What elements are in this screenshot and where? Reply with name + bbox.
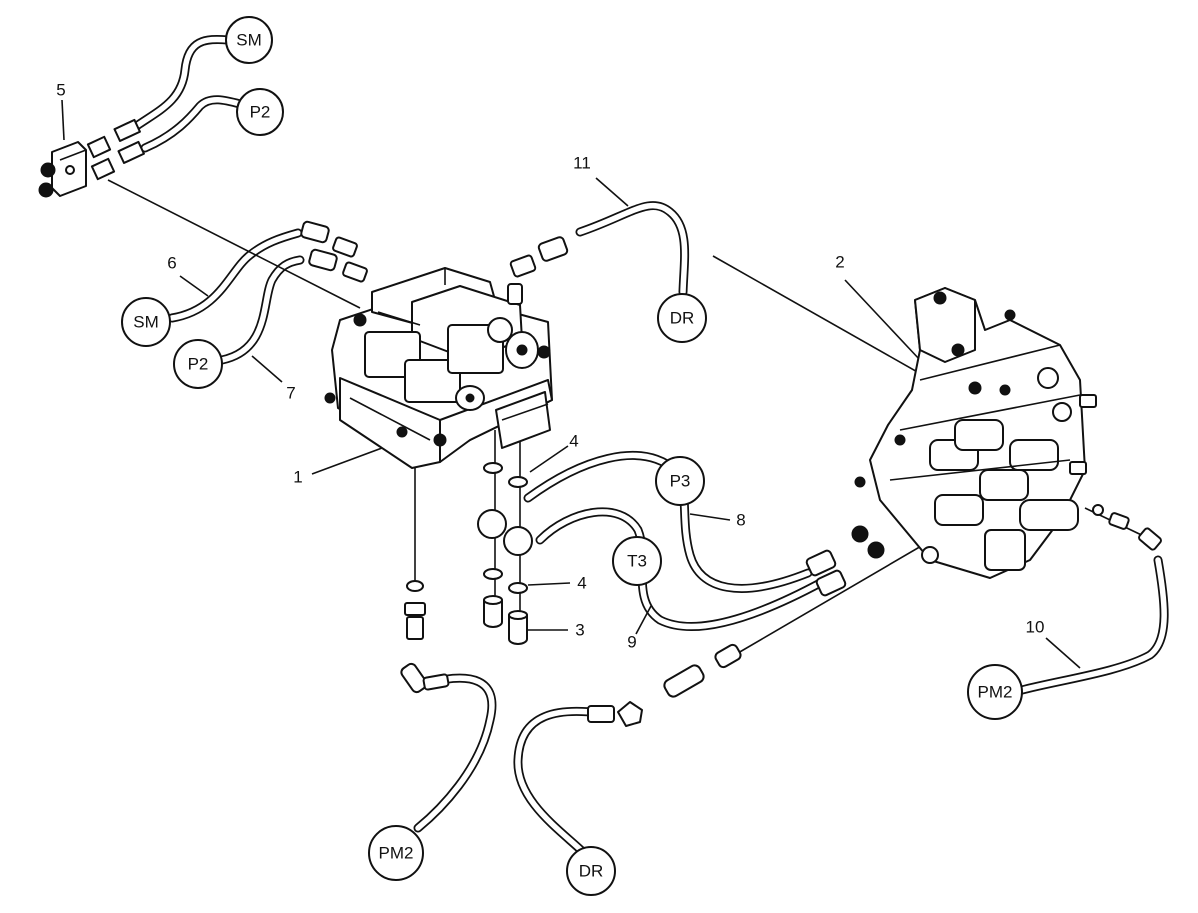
callout-1: 1 [293,468,302,487]
centerline-valve2 [712,255,929,379]
part-2-coils [929,419,1079,571]
seal-ring [483,462,503,474]
port-label: P2 [188,355,209,374]
leader-1 [311,444,391,475]
leader-2 [844,279,921,361]
part-5-manifold [38,118,145,198]
hose-sm-top [133,35,233,130]
leader-9 [635,605,652,635]
leader-11 [595,177,629,207]
port-bubbles: SM P2 SM P2 DR P3 T3 PM2 [121,16,1023,896]
port-bubble-sm-left: SM [121,297,171,347]
callout-9: 9 [627,633,636,652]
leader-4a [529,445,569,473]
leader-5 [61,99,65,141]
hose-dr-bottom [513,706,605,857]
seal-ring [508,476,528,488]
port-bubble-t3: T3 [612,536,662,586]
leader-8 [689,513,731,521]
port-label: P2 [250,103,271,122]
fitting-drain-bottom [587,643,742,727]
port-label: PM2 [978,683,1013,702]
hose-p2-top [140,95,245,153]
port-label: DR [579,862,604,881]
port-bubble-p3: P3 [655,456,705,506]
port-bubble-sm-top: SM [225,16,273,64]
callout-numbers: 1 2 3 4 4 5 6 7 8 9 10 11 [56,81,1044,652]
port-label: SM [133,313,159,332]
callout-5: 5 [56,81,65,100]
port-bubble-p2-top: P2 [236,88,284,136]
port-label: T3 [627,552,647,571]
part-2-ports [854,291,1097,564]
hose-6-sm [167,228,303,323]
seal-ring [508,582,528,594]
callout-8: 8 [736,511,745,530]
banjo-fitting [503,526,533,556]
hose-group [133,35,1169,857]
callout-4a: 4 [569,432,578,451]
callout-3: 3 [575,621,584,640]
leader-4b [527,582,571,586]
port-bubble-p2-left: P2 [173,339,223,389]
callout-6: 6 [167,254,176,273]
part-2-valve-assembly [805,287,1162,597]
leader-7 [251,355,283,383]
callout-2: 2 [835,253,844,272]
hose-9-t3 [535,507,827,631]
callout-7: 7 [286,384,295,403]
centerline-drain-fitting [737,537,936,654]
port-label: PM2 [379,844,414,863]
part-4-seals-and-banjo [406,462,533,594]
port-bubble-dr-top: DR [657,293,707,343]
hose-7-p2 [217,255,305,365]
port-label: SM [236,31,262,50]
leader-10 [1045,637,1081,669]
seal-ring [406,580,424,592]
callout-4b: 4 [577,574,586,593]
hose-11-dr [575,201,690,297]
port-bubble-pm2-bottom: PM2 [368,825,424,881]
port-label: P3 [670,472,691,491]
hose-pm2-bottom [413,673,497,833]
fitting-pm2-bottom [400,602,450,694]
part-1-valve-block [300,220,569,469]
callout-11: 11 [573,154,591,173]
banjo-fitting [477,509,507,539]
centerline-5-to-valve [107,179,361,309]
part-3-bolts [483,595,528,645]
part-5-fittings [86,118,145,181]
port-bubble-dr-bottom: DR [566,846,616,896]
hose-10-pm2 [1017,555,1169,695]
port-label: DR [670,309,695,328]
callout-10: 10 [1026,618,1045,637]
solenoid-coils [324,313,551,447]
seal-ring [483,568,503,580]
port-bubble-pm2-right: PM2 [967,664,1023,720]
leader-6 [179,275,209,297]
